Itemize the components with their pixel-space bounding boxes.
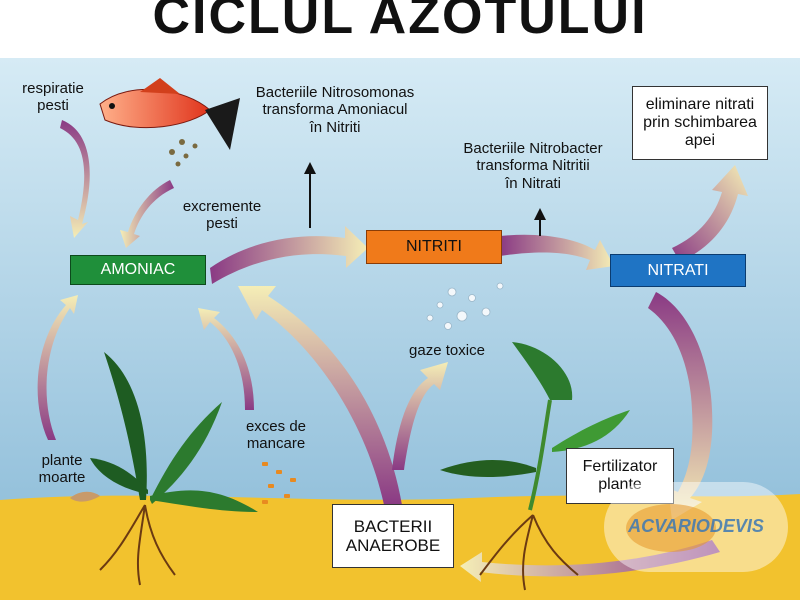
arrowhead-nitrobacter xyxy=(534,208,546,220)
nitriti-box: NITRITI xyxy=(366,230,502,264)
label-nitrobacter: Bacteriile Nitrobacter transforma Nitrit… xyxy=(463,140,603,192)
arrow-respiratie xyxy=(60,120,90,238)
gas-bubbles xyxy=(426,282,504,330)
arrow-plante-moarte xyxy=(37,295,78,440)
arrow-bacterii-to-gaze xyxy=(392,362,448,470)
logo-text: ACVARIODEVIS xyxy=(628,516,764,536)
arrow-bacterii-to-amoniac xyxy=(238,286,402,505)
bacterii-anaerobe-box: BACTERII ANAEROBE xyxy=(332,504,454,568)
left-plant xyxy=(90,352,258,586)
arrow-amoniac-to-nitriti xyxy=(210,226,368,284)
dead-leaf xyxy=(70,491,100,502)
arrow-nitrati-to-eliminare xyxy=(672,165,748,262)
arrow-excremente xyxy=(120,180,174,248)
fertilizator-plante-box: Fertilizator plante xyxy=(566,448,674,504)
arrow-fertilizator-to-bacterii xyxy=(460,540,720,582)
label-nitrosomonas: Bacteriile Nitrosomonas transforma Amoni… xyxy=(255,84,415,136)
eliminare-nitrati-box: eliminare nitrati prin schimbarea apei xyxy=(632,86,768,160)
food-pellets xyxy=(262,462,296,504)
acvariodevis-logo: ACVARIODEVIS xyxy=(604,482,788,572)
label-gaze-toxice: gaze toxice xyxy=(409,342,485,359)
label-plante-moarte: plante moarte xyxy=(38,452,86,487)
arrowhead-nitrosomonas xyxy=(304,162,316,174)
amoniac-box: AMONIAC xyxy=(70,255,206,285)
fish-illustration xyxy=(99,78,240,167)
nitrati-box: NITRATI xyxy=(610,254,746,287)
arrow-nitrati-to-fertilizator xyxy=(648,292,713,520)
right-plant xyxy=(440,342,630,591)
arrow-exces xyxy=(198,308,254,410)
label-respiratie-pesti: respiratie pesti xyxy=(22,80,84,115)
label-exces-de-mancare: exces de mancare xyxy=(245,418,307,453)
arrow-nitriti-to-nitrati xyxy=(500,234,614,270)
label-excremente-pesti: excremente pesti xyxy=(182,198,262,233)
diagram-title: CICLUL AZOTULUI xyxy=(152,0,648,45)
